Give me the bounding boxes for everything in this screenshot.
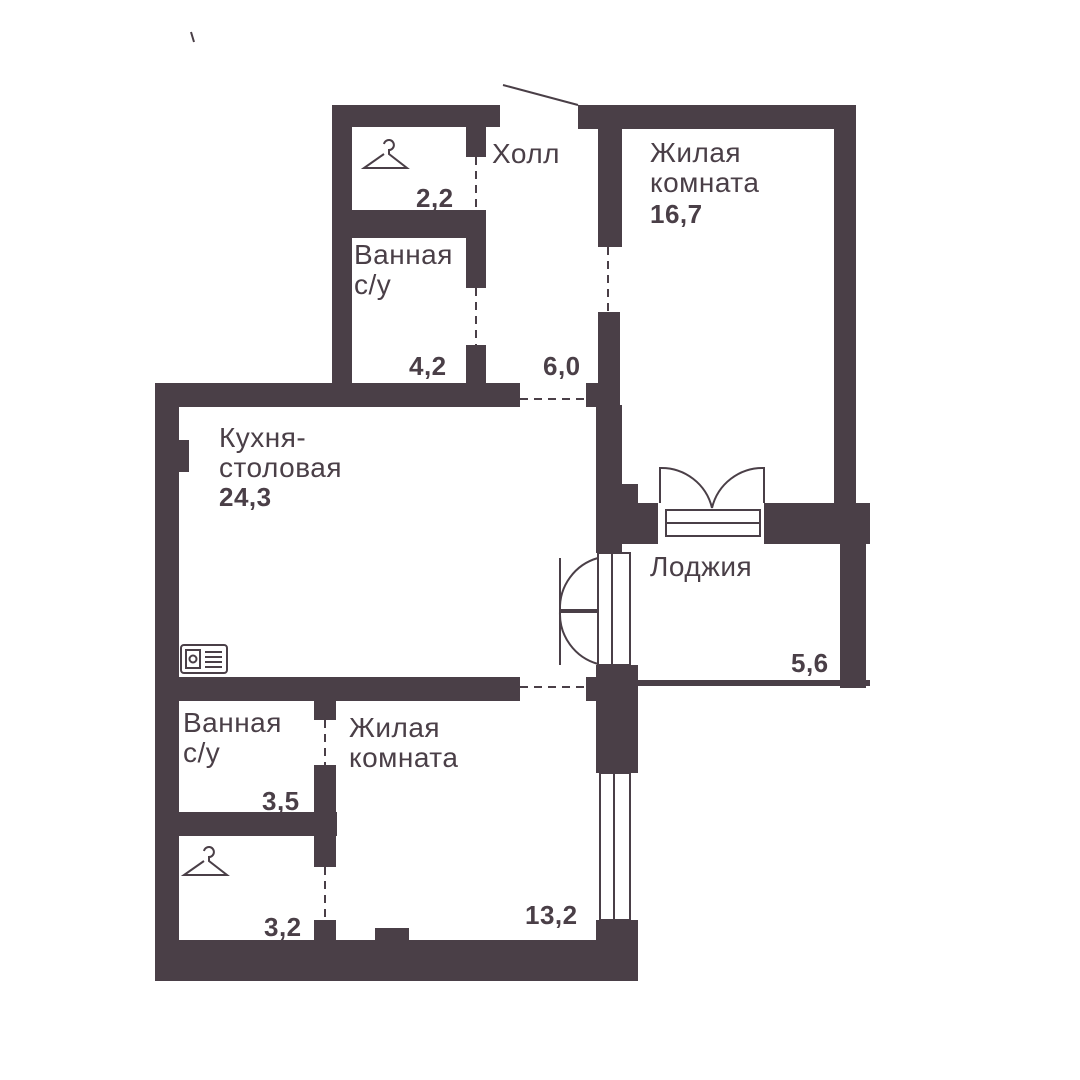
- room-area-kitchen: 24,3: [219, 482, 272, 512]
- room-name-hall: Холл: [492, 138, 560, 169]
- room-area-living-room-bottom: 13,2: [525, 900, 578, 930]
- room-name-loggia: Лоджия: [650, 551, 753, 582]
- room-area-living-room-top: 16,7: [650, 199, 703, 229]
- room-area-loggia: 5,6: [791, 648, 829, 678]
- room-name-living-room-top: Жилая комната: [650, 137, 760, 198]
- room-area-bathroom-bottom: 3,5: [262, 786, 300, 816]
- room-area-bathroom-top: 4,2: [409, 351, 447, 381]
- room-area-wardrobe-bottom: 3,2: [264, 912, 302, 942]
- room-area-wardrobe-top: 2,2: [416, 183, 454, 213]
- door-openings: [190, 31, 609, 920]
- balcony-door-swing: [659, 466, 765, 509]
- stove-icon: [180, 644, 228, 674]
- room-name-living-room-bottom: Жилая комната: [349, 712, 459, 773]
- walls: [155, 105, 870, 981]
- loggia-door-swing: [558, 557, 599, 665]
- room-name-bathroom-top: Ванная с/у: [354, 239, 453, 300]
- hanger-icon: [180, 846, 230, 876]
- room-name-bathroom-bottom: Ванная с/у: [183, 707, 282, 768]
- hanger-icon: [360, 139, 410, 169]
- room-name-kitchen: Кухня- столовая: [219, 422, 342, 483]
- room-area-hall: 6,0: [543, 351, 581, 381]
